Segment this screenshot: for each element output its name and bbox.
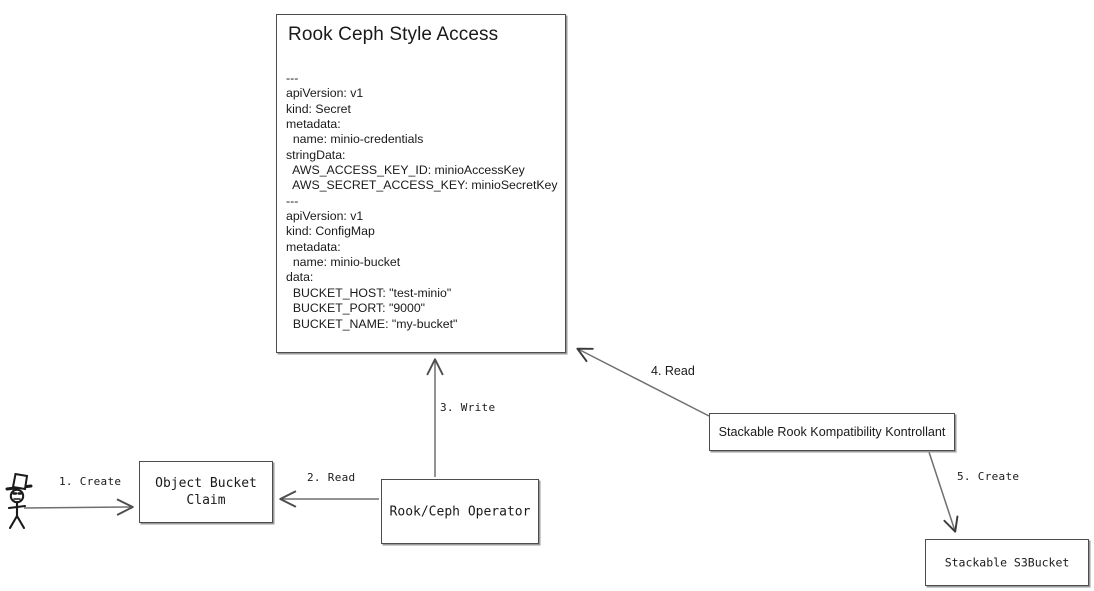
edge-label-create1: 1. Create — [59, 475, 122, 488]
node-label: Rook/Ceph Operator — [389, 504, 531, 519]
node-stackable-rook-kompatibility-kontrollant[interactable]: Stackable Rook Kompatibility Kontrollant — [709, 413, 955, 451]
yaml-line: --- — [286, 193, 299, 208]
edge-label-read4: 4. Read — [651, 364, 695, 378]
yaml-line: kind: Secret — [286, 101, 351, 116]
yaml-line: name: minio-credentials — [286, 132, 424, 147]
edge-label-write3: 3. Write — [440, 401, 496, 414]
yaml-line: AWS_ACCESS_KEY_ID: minioAccessKey — [286, 163, 525, 178]
yaml-line: stringData: — [286, 147, 346, 162]
yaml-line: metadata: — [286, 239, 341, 254]
yaml-line: apiVersion: v1 — [286, 209, 364, 224]
node-label: Stackable S3Bucket — [944, 555, 1070, 569]
edge-read4 — [576, 347, 710, 417]
edge-label-create5: 5. Create — [957, 470, 1020, 483]
stick-figure-icon — [5, 472, 33, 530]
card-title: Rook Ceph Style Access — [288, 24, 499, 45]
node-stackable-s3bucket[interactable]: Stackable S3Bucket — [925, 539, 1089, 586]
yaml-line: BUCKET_HOST: "test-minio" — [286, 285, 452, 300]
edge-create5 — [928, 451, 959, 533]
yaml-line: BUCKET_NAME: "my-bucket" — [286, 316, 458, 331]
yaml-line: kind: ConfigMap — [286, 224, 375, 239]
rook-ceph-style-access-card: Rook Ceph Style Access ---apiVersion: v1… — [276, 14, 566, 353]
yaml-line: apiVersion: v1 — [286, 86, 364, 101]
yaml-line: data: — [286, 270, 314, 285]
yaml-line: --- — [286, 71, 299, 85]
yaml-line: metadata: — [286, 117, 341, 132]
node-label: Stackable Rook Kompatibility Kontrollant — [718, 425, 946, 439]
node-rook-ceph-operator[interactable]: Rook/Ceph Operator — [381, 479, 539, 544]
node-object-bucket-claim[interactable]: Object Bucket Claim — [139, 461, 273, 523]
node-label: Object Bucket Claim — [155, 476, 257, 508]
edge-create1 — [23, 498, 134, 516]
yaml-line: BUCKET_PORT: "9000" — [286, 301, 426, 316]
yaml-line: name: minio-bucket — [286, 255, 401, 270]
yaml-line: AWS_SECRET_ACCESS_KEY: minioSecretKey — [286, 178, 558, 193]
edge-label-read2: 2. Read — [307, 471, 356, 484]
